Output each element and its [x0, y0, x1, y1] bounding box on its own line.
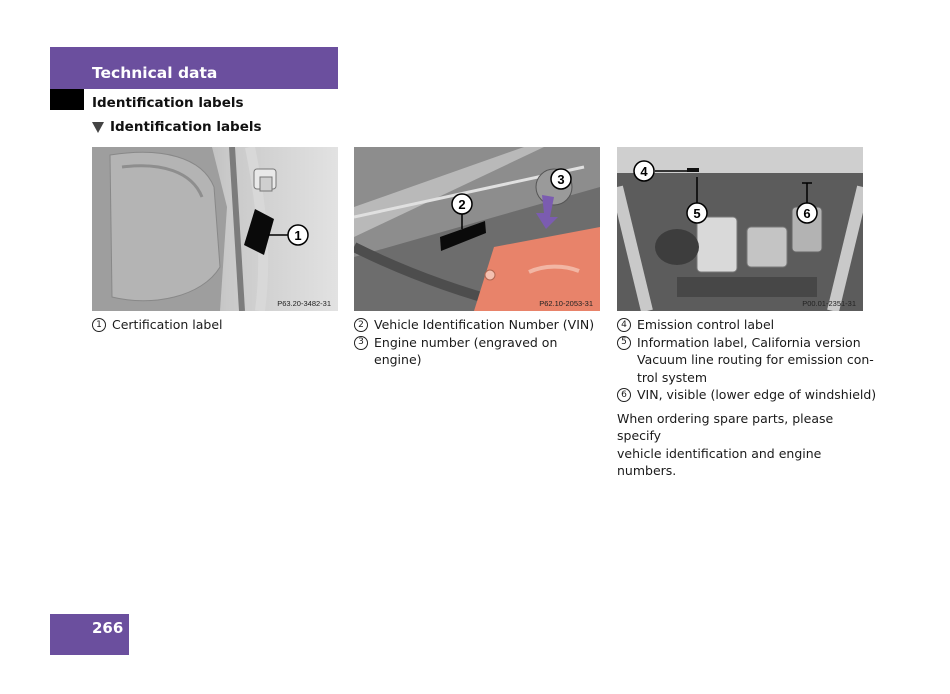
page-number: 266 — [92, 619, 124, 637]
photo-emission-labels: 4 5 6 P00.01-2351-31 — [617, 147, 863, 311]
vin-plate-marker — [440, 221, 486, 251]
list-item: 6 VIN, visible (lower edge of windshield… — [617, 386, 877, 404]
item-continuation: Vacuum line routing for emission con- — [637, 352, 874, 367]
callout-2: 2 — [458, 197, 465, 212]
callout-1: 1 — [294, 228, 301, 243]
number-badge: 4 — [617, 318, 631, 332]
photo-vin-engine-number: 2 3 P62.10-2053-31 — [354, 147, 600, 311]
note-line: When ordering spare parts, please specif… — [617, 410, 834, 444]
photo-code: P00.01-2351-31 — [802, 299, 856, 308]
photo-certification-label: 1 P63.20-3482-31 — [92, 147, 338, 311]
list-item: 3 Engine number (engraved on engine) — [354, 334, 604, 369]
subsection-heading: Identification labels — [92, 119, 262, 135]
item-text: VIN, visible (lower edge of windshield) — [637, 387, 877, 402]
open-hood-illustration: 4 5 6 — [617, 147, 863, 311]
chapter-title: Technical data — [92, 64, 218, 82]
arrow-down-icon — [536, 195, 558, 229]
number-badge: 6 — [617, 388, 631, 402]
chapter-header: Technical data — [50, 47, 338, 89]
item-continuation: trol system — [637, 369, 708, 385]
caption-column-2: 2 Vehicle Identification Number (VIN) 3 … — [354, 316, 604, 369]
list-item: 5 Information label, California version — [617, 334, 877, 352]
emission-label-marker — [687, 168, 699, 172]
callout-4: 4 — [640, 164, 648, 179]
list-item: 4 Emission control label — [617, 316, 877, 334]
number-badge: 1 — [92, 318, 106, 332]
note-line: vehicle identification and engine number… — [617, 445, 822, 479]
door-pillar-illustration: 1 — [92, 147, 338, 311]
certification-label-marker — [244, 209, 274, 255]
callout-5: 5 — [693, 206, 700, 221]
callout-6: 6 — [803, 206, 810, 221]
item-text: Vehicle Identification Number (VIN) — [374, 317, 595, 332]
caption-column-1: 1 Certification label — [92, 316, 338, 334]
list-item: 1 Certification label — [92, 316, 338, 334]
engine-bay-illustration: 2 3 — [354, 147, 600, 311]
subsection-title: Identification labels — [110, 119, 262, 135]
section-title: Identification labels — [92, 95, 244, 111]
triangle-down-icon — [92, 122, 104, 133]
photo-code: P62.10-2053-31 — [539, 299, 593, 308]
spare-parts-note: When ordering spare parts, please specif… — [617, 410, 877, 480]
item-text: Certification label — [112, 317, 223, 332]
caption-column-3: 4 Emission control label 5 Information l… — [617, 316, 877, 480]
page-number-box: 266 — [50, 614, 129, 655]
list-item: 2 Vehicle Identification Number (VIN) — [354, 316, 604, 334]
section-marker — [50, 89, 84, 110]
photo-code: P63.20-3482-31 — [277, 299, 331, 308]
number-badge: 3 — [354, 335, 368, 350]
item-text: Information label, California version — [637, 334, 861, 350]
number-badge: 2 — [354, 318, 368, 332]
callout-3: 3 — [557, 172, 564, 187]
item-text: Emission control label — [637, 317, 775, 332]
number-badge: 5 — [617, 335, 631, 350]
item-text: Engine number (engraved on engine) — [374, 334, 558, 368]
